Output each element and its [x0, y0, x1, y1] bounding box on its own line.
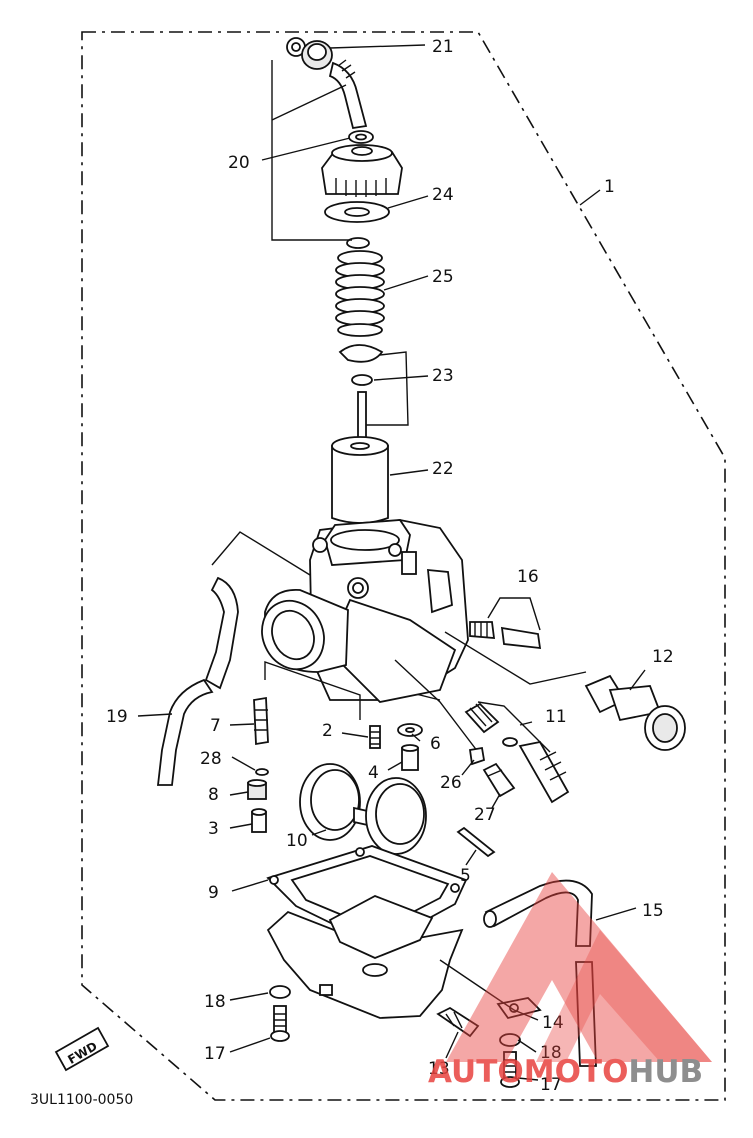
leader-lines	[137, 44, 646, 1081]
washer-18-right	[499, 1033, 521, 1047]
leader-16-bracket	[487, 597, 541, 631]
starter-plunger-12	[584, 674, 686, 751]
leader-body-to-tube	[211, 531, 311, 576]
pilot-jet-3	[251, 808, 267, 833]
callout-4: 4	[368, 763, 379, 783]
callout-13: 13	[428, 1059, 450, 1079]
needle-jet-2	[369, 725, 381, 749]
watermark-text-auto: AUTO	[428, 1054, 524, 1090]
washer-20	[348, 130, 374, 144]
float-pin-5	[456, 826, 496, 858]
callout-8: 8	[208, 785, 219, 805]
watermark-text-moto: MOTO	[524, 1054, 629, 1090]
needle-valve-4	[401, 744, 419, 771]
watermark-text: AUTOMOTOHUB	[428, 1054, 703, 1090]
callout-19: 19	[106, 707, 128, 727]
leader-body-to-11	[394, 659, 479, 753]
callout-14: 14	[542, 1013, 564, 1033]
needle-clip-23	[338, 344, 384, 386]
watermark-triangle-inner	[536, 930, 712, 1062]
throttle-spring-25	[335, 250, 385, 337]
cap-gasket-24	[324, 201, 390, 223]
callout-9: 9	[208, 883, 219, 903]
assembly-boundary	[81, 31, 726, 1101]
screw-27	[482, 762, 516, 798]
bracket-14	[496, 997, 542, 1020]
jet-needle	[357, 391, 367, 441]
callout-18-left: 18	[204, 992, 226, 1012]
callout-10: 10	[286, 831, 308, 851]
callout-21: 21	[432, 37, 454, 57]
watermark-logo: AUTOMOTOHUB	[428, 872, 712, 1090]
throttle-stop-screw-11	[464, 702, 570, 804]
main-jet-8	[247, 779, 267, 800]
watermark-text-hub: HUB	[628, 1054, 703, 1090]
drain-screw-13	[436, 1006, 480, 1038]
watermark-triangle	[446, 872, 712, 1062]
leader-body-to-12	[444, 631, 587, 685]
mixing-chamber-cap	[321, 144, 403, 197]
washer-18-left	[269, 985, 291, 999]
callout-20: 20	[228, 153, 250, 173]
callout-17-right: 17	[540, 1075, 562, 1095]
callout-17-left: 17	[204, 1044, 226, 1064]
callout-15: 15	[642, 901, 664, 921]
carburetor-body	[309, 519, 469, 703]
fwd-direction-badge: FWD	[54, 1026, 110, 1072]
callout-18-right: 18	[540, 1043, 562, 1063]
callout-7: 7	[210, 716, 221, 736]
leader-body-to-7	[264, 661, 361, 720]
drain-tube-15	[483, 879, 597, 1067]
screw-17-left	[270, 1005, 290, 1042]
callout-3: 3	[208, 819, 219, 839]
float-chamber	[266, 895, 464, 1019]
leader-11-bracket	[477, 701, 551, 753]
callout-28: 28	[200, 749, 222, 769]
callout-labels: 21 20 24 1 25 23 22 16 12 19 7 2 6 11 28…	[106, 37, 674, 1095]
callout-1: 1	[604, 177, 615, 197]
callout-26: 26	[440, 773, 462, 793]
float-10	[299, 763, 427, 855]
callout-24: 24	[432, 185, 454, 205]
callout-2: 2	[322, 721, 333, 741]
callout-16: 16	[517, 567, 539, 587]
washer-small	[346, 237, 370, 249]
valve-seat-6	[397, 723, 423, 737]
callout-5: 5	[460, 866, 471, 886]
callout-11: 11	[545, 707, 567, 727]
diagram-code: 3UL1100-0050	[30, 1092, 133, 1108]
throttle-cable-elbow	[286, 37, 368, 130]
main-jet-holder-7	[253, 696, 269, 746]
callout-12: 12	[652, 647, 674, 667]
callout-25: 25	[432, 267, 454, 287]
screw-17-right	[500, 1051, 520, 1088]
intake-bell	[261, 589, 349, 673]
callout-27: 27	[474, 805, 496, 825]
callout-6: 6	[430, 734, 441, 754]
o-ring-28	[255, 768, 269, 776]
callout-22: 22	[432, 459, 454, 479]
overflow-tube-19	[156, 576, 239, 786]
callout-23: 23	[432, 366, 454, 386]
throttle-valve-22	[331, 436, 389, 524]
pilot-air-screw-16	[469, 621, 542, 650]
